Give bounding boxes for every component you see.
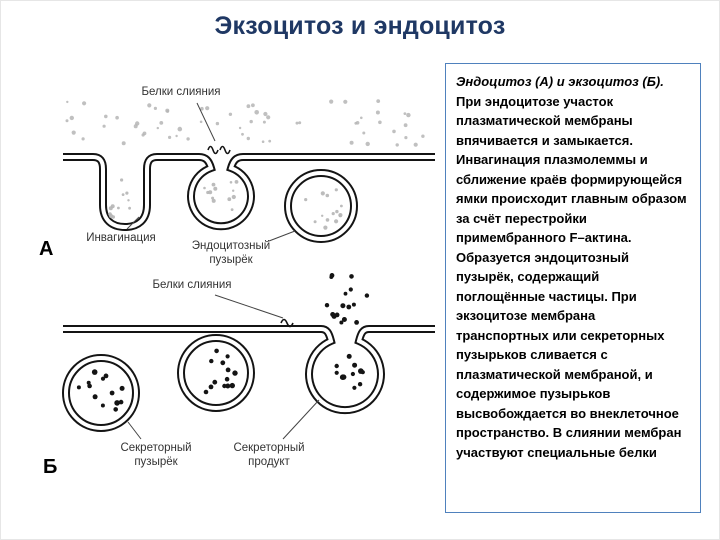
label-endocytic-vesicle-line2: пузырёк (209, 254, 253, 266)
secretory-vesicle-docked (177, 334, 255, 412)
particles-extracellular (65, 99, 425, 147)
info-box-body: При эндоцитозе участок плазматической ме… (456, 93, 687, 460)
leader-invagination (126, 216, 140, 230)
granules-vesicle-fused (334, 353, 365, 390)
page-title: Экзоцитоз и эндоцитоз (214, 12, 506, 40)
membrane-b (63, 325, 435, 415)
membrane-diagram: Белки слияния Инвагинация Эндоцитозный п… (39, 86, 435, 478)
membrane-a (63, 153, 435, 232)
label-secretory-vesicle-line2: пузырёк (134, 456, 178, 468)
fusion-protein-coils-a (207, 145, 231, 155)
letter-b: Б (43, 456, 57, 478)
fusion-protein-coils-b (280, 318, 294, 328)
leader-endocytic-vesicle (268, 230, 296, 242)
leader-secretory-vesicle (127, 421, 142, 440)
label-fusion-proteins-b: Белки слияния (152, 279, 231, 291)
released-secretory-product (324, 273, 370, 325)
label-secretory-vesicle-line1: Секреторный (120, 442, 191, 454)
particles-forming-vesicle (203, 180, 239, 212)
endocytic-vesicle (284, 169, 358, 243)
secretory-vesicle-free (62, 354, 140, 432)
info-box: Эндоцитоз (А) и экзоцитоз (Б). При эндоц… (445, 63, 701, 513)
leader-secretory-product (282, 399, 320, 440)
label-fusion-proteins-a: Белки слияния (141, 86, 220, 98)
info-box-heading: Эндоцитоз (А) и экзоцитоз (Б). (456, 74, 664, 89)
letter-a: А (39, 238, 53, 260)
particles-endocytic-vesicle (304, 188, 343, 230)
particles-invagination-pocket (108, 178, 131, 219)
label-endocytic-vesicle-line1: Эндоцитозный (192, 240, 270, 252)
leader-fusion-proteins-b (214, 294, 284, 319)
granules-vesicle-free (76, 369, 125, 412)
label-secretory-product-line2: продукт (248, 456, 290, 468)
label-invagination: Инвагинация (86, 232, 156, 244)
label-secretory-product-line1: Секреторный (233, 442, 304, 454)
leader-fusion-proteins-a (196, 102, 216, 142)
granules-vesicle-docked (203, 348, 238, 395)
